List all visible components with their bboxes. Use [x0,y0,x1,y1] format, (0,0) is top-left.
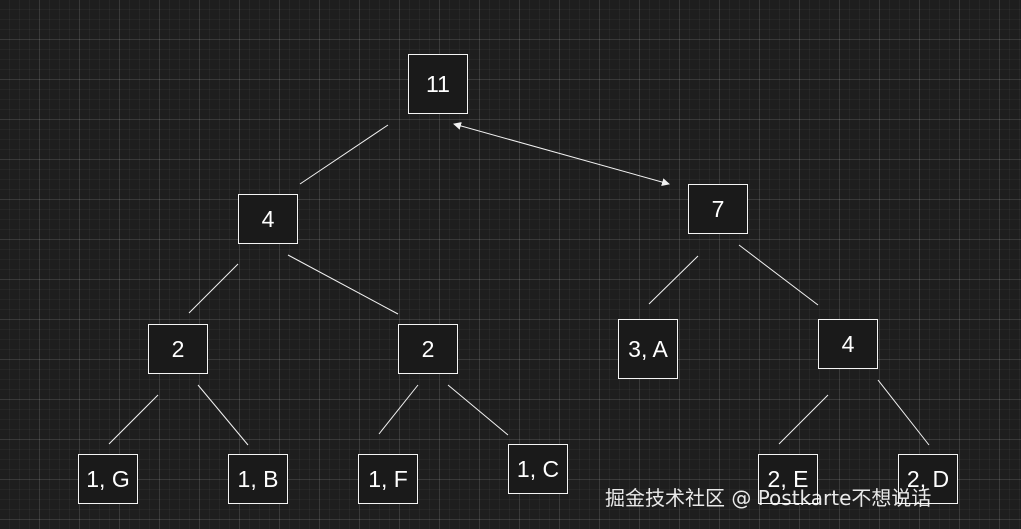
edge-left-left-to-g [108,394,159,445]
edge-left-right-to-f [378,384,419,435]
tree-leaf-g: 1, G [78,454,138,504]
tree-leaf-c: 1, C [508,444,568,494]
edge-left-to-left-left [188,263,239,314]
tree-node-left-internal: 4 [238,194,298,244]
tree-leaf-b: 1, B [228,454,288,504]
edge-right-right-to-d [877,379,930,446]
edge-left-right-to-c [447,384,509,436]
source-watermark: 掘金技术社区 @ Postkarte不想说话 [605,486,932,510]
edge-right-to-a [648,255,699,305]
edge-left-to-left-right [287,254,399,315]
tree-leaf-f: 1, F [358,454,418,504]
swap-double-arrow [453,122,670,186]
edge-right-to-right-right [738,244,819,306]
tree-node-right-right-internal: 4 [818,319,878,369]
tree-node-left-right-internal: 2 [398,324,458,374]
tree-leaf-a: 3, A [618,319,678,379]
edge-root-to-left [299,124,389,185]
tree-leaf-e: 2, E [758,454,818,504]
tree-leaf-d: 2, D [898,454,958,504]
edge-left-left-to-b [197,384,249,446]
edge-right-right-to-e [778,394,829,445]
tree-node-left-left-internal: 2 [148,324,208,374]
tree-node-root: 11 [408,54,468,114]
tree-node-right-internal: 7 [688,184,748,234]
